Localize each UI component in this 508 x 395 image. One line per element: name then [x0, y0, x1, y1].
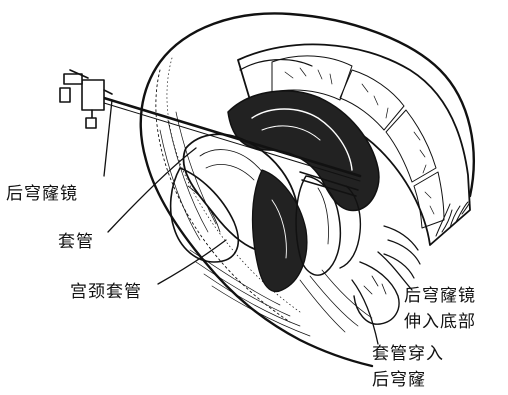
label-trocar-through-fornix-line2: 后穹窿 — [372, 368, 426, 392]
rectum — [228, 91, 379, 211]
label-cervical-cannula: 宫颈套管 — [70, 280, 142, 304]
operator-hand — [384, 226, 420, 278]
label-trocar-through-fornix-line1: 套管穿入 — [372, 342, 444, 366]
culdoscope-eyepiece — [60, 70, 112, 128]
bladder — [171, 168, 239, 262]
artist-signature — [436, 202, 470, 236]
label-culdoscope-to-fundus-line2: 伸入底部 — [404, 310, 476, 334]
label-trocar: 套管 — [58, 230, 94, 254]
label-culdoscope: 后穹窿镜 — [6, 182, 78, 206]
label-culdoscope-to-fundus-line1: 后穹窿镜 — [404, 284, 476, 308]
rectouterine-pouch — [253, 170, 307, 292]
